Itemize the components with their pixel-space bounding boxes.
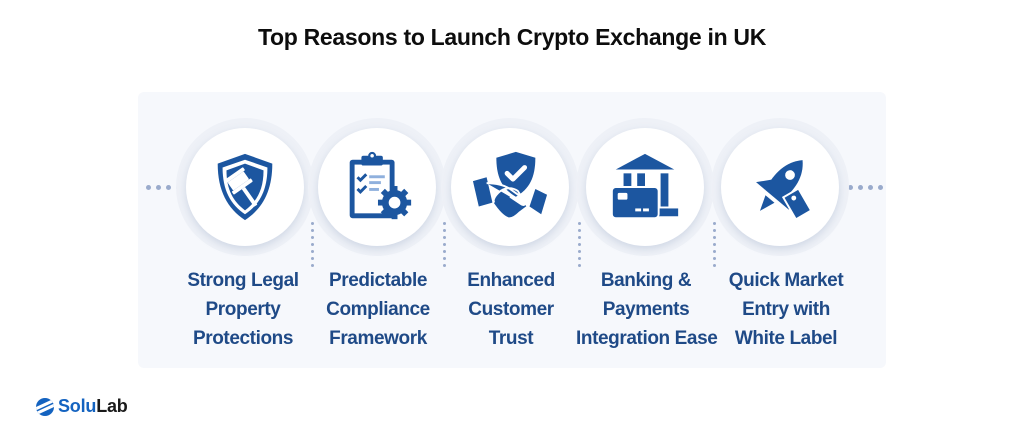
page-title: Top Reasons to Launch Crypto Exchange in… — [257, 24, 767, 50]
clipboard-gear-icon — [349, 151, 412, 220]
reason-icon-circle — [176, 118, 314, 256]
reason-icon-circle — [441, 118, 579, 256]
divider-dots — [311, 222, 314, 267]
shield-gavel-icon — [217, 153, 273, 221]
solulab-logo-icon — [36, 397, 54, 416]
divider-dots — [713, 222, 716, 267]
bank-card-icon — [610, 153, 679, 220]
divider-dots — [578, 222, 581, 267]
divider-dots — [443, 222, 446, 267]
reason-icon-circle — [308, 118, 446, 256]
right-connector-dots — [848, 185, 883, 190]
reason-icon-circle — [576, 118, 714, 256]
solulab-logo: SoluLab — [36, 396, 128, 417]
reason-icon-circle — [711, 118, 849, 256]
rocket-tag-icon — [756, 160, 813, 221]
handshake-shield-icon — [472, 151, 548, 220]
